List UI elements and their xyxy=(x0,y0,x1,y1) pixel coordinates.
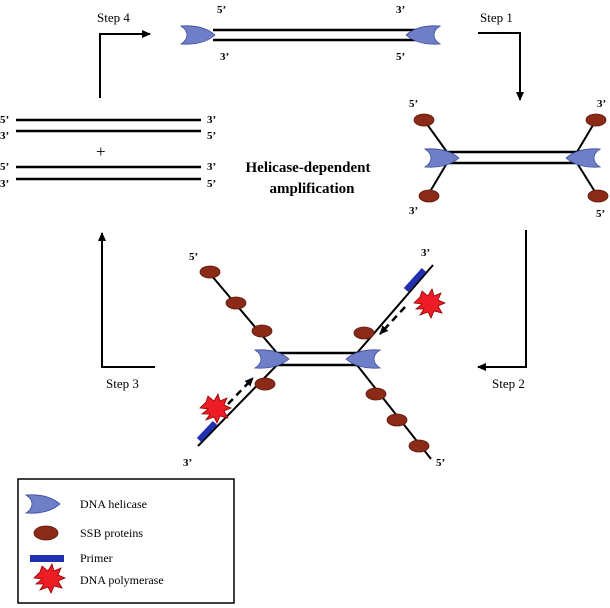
diagram-title-line-2: amplification xyxy=(270,181,356,197)
end-label-5: 5’ xyxy=(207,178,216,190)
helicase-icon xyxy=(565,148,602,168)
step3-arrow xyxy=(98,232,155,368)
ssb-icon xyxy=(408,439,430,453)
arm-strand xyxy=(576,162,598,196)
end-label-5: 5’ xyxy=(0,114,9,126)
plus-sign: + xyxy=(96,142,106,161)
polymerase-icon xyxy=(199,392,233,424)
ssb-icon xyxy=(199,265,221,279)
legend: DNA helicase SSB proteins Primer DNA pol… xyxy=(17,478,235,604)
ssb-icon xyxy=(365,387,387,401)
end-label-3: 3’ xyxy=(421,247,430,259)
helicase-icon xyxy=(405,25,442,45)
diagram-title-line-1: Helicase-dependent xyxy=(246,160,371,176)
bottom-priming-dna: 5’ 3’ 3’ 5’ xyxy=(183,247,447,469)
helicase-icon xyxy=(423,148,460,168)
step2-label: Step 2 xyxy=(492,376,525,391)
top-dsdna: 5’ 3’ 3’ 5’ xyxy=(179,4,442,63)
ssb-icon xyxy=(33,525,59,541)
ssb-icon xyxy=(254,377,276,391)
helicase-icon xyxy=(345,349,382,369)
end-label-3: 3’ xyxy=(220,51,229,63)
end-label-5: 5’ xyxy=(217,4,226,16)
right-unwound-dna: 5’ 3’ 3’ 5’ xyxy=(409,98,609,220)
end-label-3: 3’ xyxy=(396,4,405,16)
end-label-3: 3’ xyxy=(207,161,216,173)
helicase-icon xyxy=(179,25,216,45)
ssb-icon xyxy=(587,189,609,203)
end-label-5: 5’ xyxy=(189,251,198,263)
polymerase-icon xyxy=(33,562,67,594)
primer-icon xyxy=(403,267,427,293)
primer-icon xyxy=(196,420,218,443)
ssb-icon xyxy=(353,326,375,340)
ssb-icon xyxy=(585,113,607,127)
ssb-icon xyxy=(251,324,273,338)
end-label-5: 5’ xyxy=(207,130,216,142)
end-label-3: 3’ xyxy=(597,98,606,110)
ssb-icon xyxy=(418,189,440,203)
step1-arrow xyxy=(478,32,524,101)
extension-arrow xyxy=(227,377,254,405)
step2-arrow xyxy=(477,230,527,371)
legend-primer-label: Primer xyxy=(80,551,113,565)
step3-label: Step 3 xyxy=(106,376,139,391)
end-label-5: 5’ xyxy=(596,208,605,220)
end-label-3: 3’ xyxy=(183,457,192,469)
step4-arrow xyxy=(99,30,151,98)
ssb-icon xyxy=(386,413,408,427)
polymerase-icon xyxy=(413,287,447,319)
legend-ssb-label: SSB proteins xyxy=(80,526,143,540)
left-two-dsdna: 5’ 3’ 5’ 3’ 3’ 5’ 3’ 5’ + xyxy=(0,114,216,190)
legend-polymerase-label: DNA polymerase xyxy=(80,573,164,587)
step1-label: Step 1 xyxy=(480,10,513,25)
end-label-3: 3’ xyxy=(0,130,9,142)
step4-label: Step 4 xyxy=(97,10,130,25)
end-label-5: 5’ xyxy=(0,161,9,173)
end-label-5: 5’ xyxy=(409,98,418,110)
arm-strand xyxy=(205,268,278,354)
ssb-icon xyxy=(413,113,435,127)
end-label-3: 3’ xyxy=(207,114,216,126)
end-label-5: 5’ xyxy=(396,51,405,63)
end-label-5: 5’ xyxy=(436,457,445,469)
end-label-3: 3’ xyxy=(409,205,418,217)
helicase-icon xyxy=(24,494,61,514)
helicase-icon xyxy=(253,349,290,369)
extension-arrow xyxy=(379,306,406,335)
primer-icon xyxy=(30,555,64,562)
legend-helicase-label: DNA helicase xyxy=(80,497,147,511)
arm-strand xyxy=(427,162,448,196)
ssb-icon xyxy=(225,296,247,310)
end-label-3: 3’ xyxy=(0,178,9,190)
